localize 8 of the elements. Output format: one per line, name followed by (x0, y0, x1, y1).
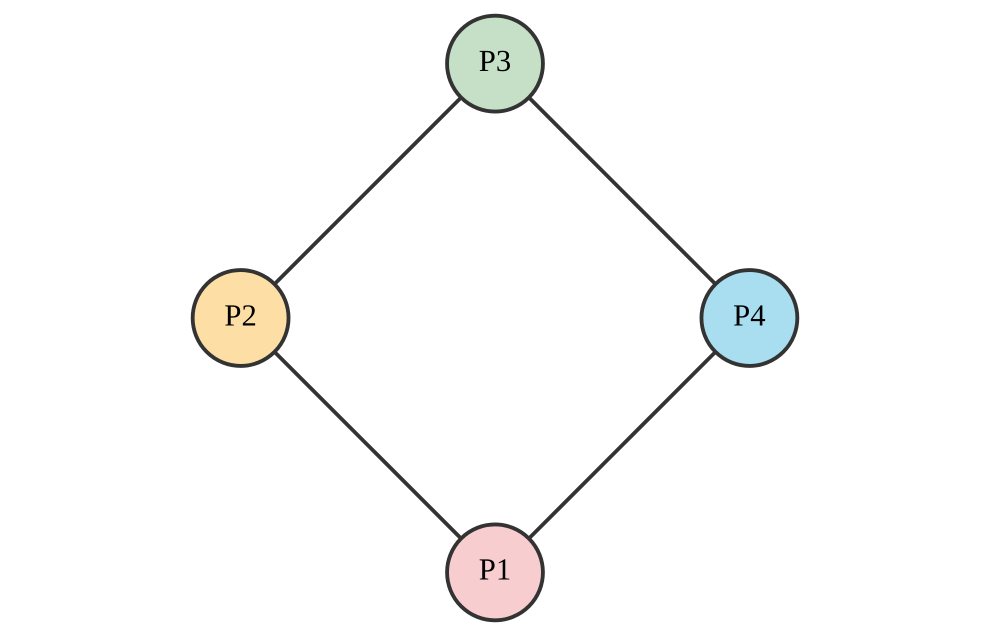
node-circle: P3 (445, 14, 545, 114)
connector (274, 96, 462, 286)
connector (528, 350, 716, 540)
connector (274, 351, 462, 540)
node-circle: P2 (190, 268, 290, 368)
node-circle: P4 (700, 268, 800, 368)
connector (528, 96, 716, 285)
node-circle: P1 (445, 522, 545, 622)
